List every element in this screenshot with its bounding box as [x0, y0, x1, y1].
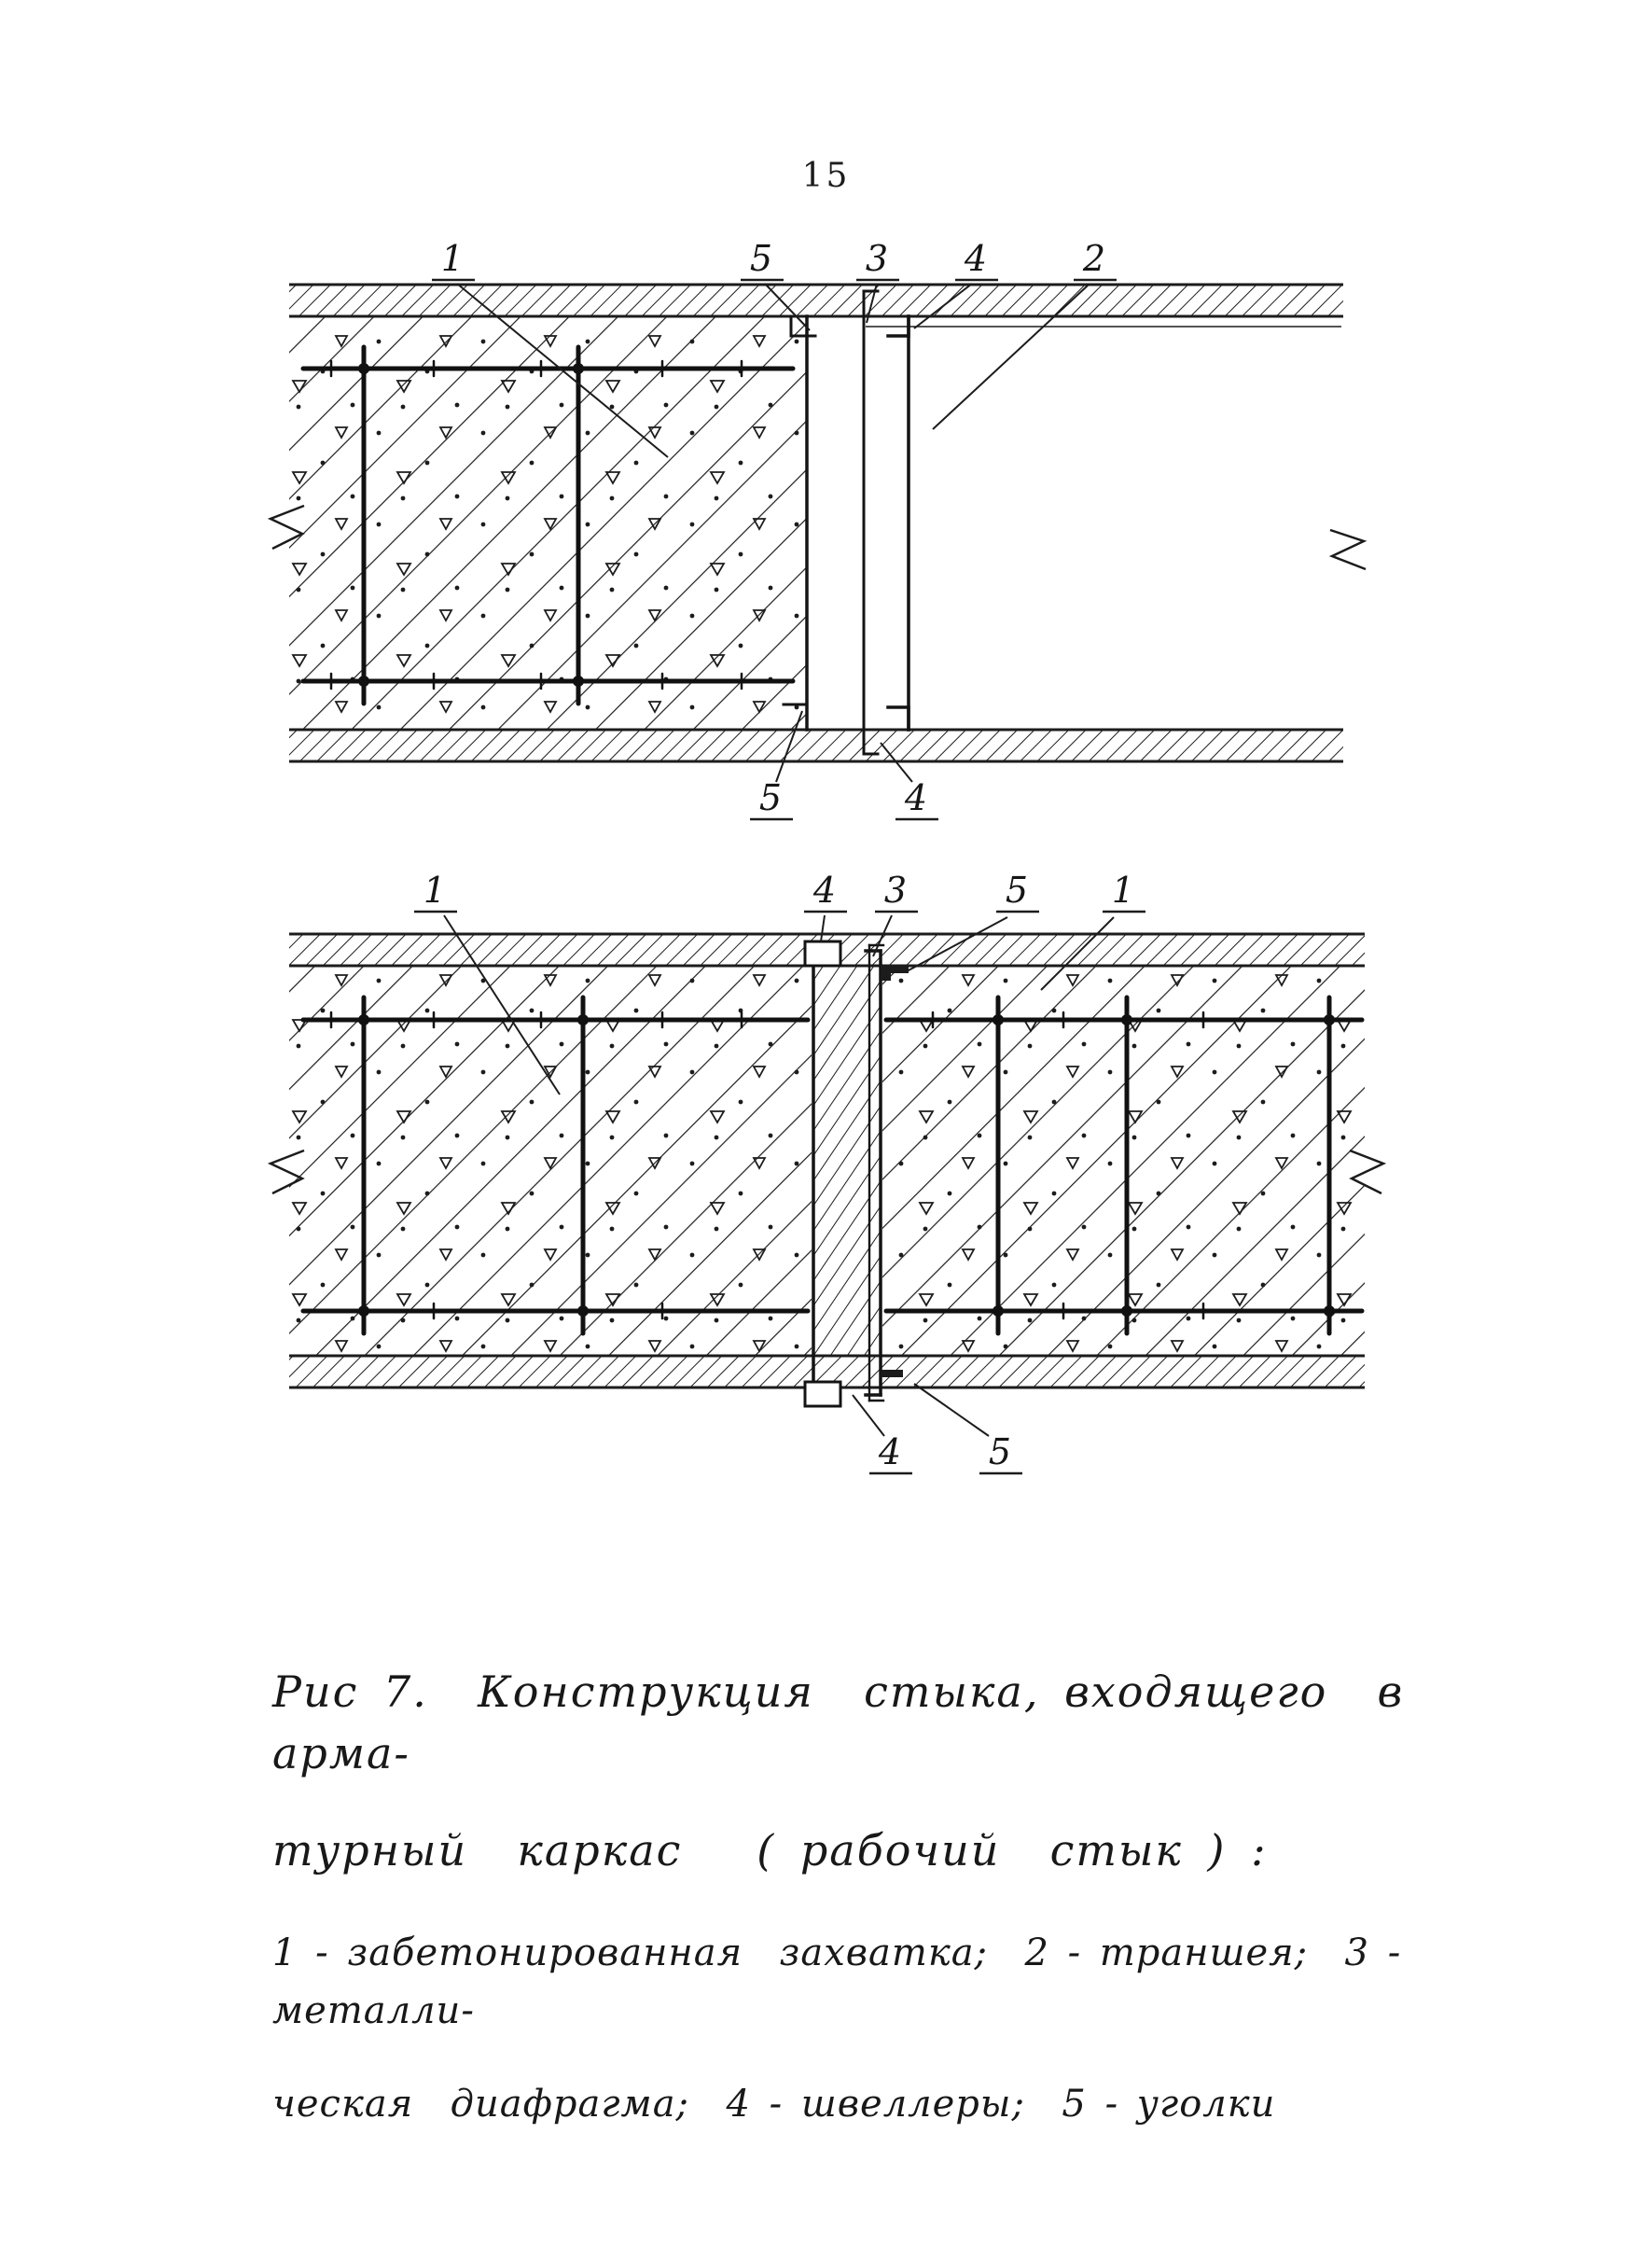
leader-line	[880, 742, 913, 783]
top-joint-diagram: 1 5 3 4 2 5 4	[267, 238, 1367, 821]
trench-area	[914, 318, 1341, 728]
callout-4-top: 4	[804, 872, 847, 942]
break-mark-left	[267, 504, 305, 551]
callout-4-bottom: 4	[852, 1394, 912, 1475]
callout-label: 4	[964, 238, 987, 279]
leader-line	[932, 285, 1089, 430]
leader-line	[866, 283, 878, 324]
channel-end-top	[803, 940, 842, 968]
leader-line	[820, 914, 826, 942]
leader-line	[443, 914, 561, 1095]
leader-line	[872, 914, 893, 957]
callout-1-left: 1	[414, 872, 561, 1095]
channel-flange-bottom-right	[886, 705, 910, 732]
callout-5-top: 5	[906, 872, 1039, 972]
ground-hatch-top	[289, 283, 1343, 318]
joint-hardware	[782, 289, 910, 756]
break-mark-right	[1328, 528, 1367, 571]
caption-legend-line-1: 1 - забетонированная захватка; 2 - транш…	[272, 1931, 1420, 2032]
leader-line	[775, 710, 803, 783]
callout-1-right: 1	[1040, 872, 1145, 991]
callout-label: 3	[884, 872, 907, 911]
concreted-panel	[289, 316, 807, 730]
joint-hardware	[803, 940, 909, 1408]
callout-label: 4	[904, 777, 927, 818]
callout-label: 1	[1112, 872, 1134, 911]
callout-4-top: 4	[913, 238, 998, 329]
concreted-panel-left	[289, 966, 812, 1356]
callout-3: 3	[856, 238, 899, 324]
break-mark-left	[267, 1149, 305, 1195]
callout-label: 4	[878, 1431, 901, 1472]
corner-angle-bottom	[881, 1370, 903, 1377]
leader-line	[906, 916, 1008, 972]
leader-line	[456, 283, 669, 458]
rebar-cage-left	[300, 995, 811, 1336]
page-number: 15	[801, 157, 851, 195]
callout-label: 4	[812, 872, 836, 911]
leader-line	[913, 1383, 990, 1437]
leader-line	[913, 283, 973, 329]
caption-title-line-2: турный каркас ( рабочий стык ) :	[272, 1825, 1268, 1876]
rebar-cage	[300, 344, 796, 706]
callout-1: 1	[432, 238, 669, 458]
callout-5-bottom: 5	[913, 1383, 1022, 1475]
callout-4-bottom: 4	[880, 742, 938, 821]
callout-label: 5	[759, 777, 782, 818]
callout-label: 5	[1006, 872, 1028, 911]
concreted-panel-right	[882, 966, 1365, 1356]
callout-2: 2	[932, 238, 1117, 430]
corner-angle-top	[881, 966, 909, 981]
channel-end-bottom	[803, 1380, 842, 1408]
leader-line	[764, 283, 811, 331]
callout-label: 5	[989, 1431, 1011, 1472]
rebar-cage-right	[883, 995, 1365, 1336]
break-mark-right	[1349, 1149, 1387, 1195]
callout-label: 1	[441, 238, 464, 279]
callout-label: 3	[866, 238, 888, 279]
leader-line	[852, 1394, 885, 1437]
callout-label: 1	[423, 872, 446, 911]
callout-5-top: 5	[741, 238, 811, 331]
ground-hatch-bottom	[289, 728, 1343, 763]
callout-5-bottom: 5	[750, 710, 803, 821]
callout-label: 5	[750, 238, 772, 279]
figure-caption: Рис 7. Конструкция стыка, входящего в ар…	[272, 1625, 1485, 2168]
callout-3: 3	[872, 872, 918, 957]
bottom-joint-diagram: 1 4 3 5 1 4 5	[267, 872, 1387, 1475]
callout-label: 2	[1082, 238, 1105, 279]
caption-legend-line-2: ческая диафрагма; 4 - швеллеры; 5 - угол…	[272, 2083, 1276, 2126]
angle-top	[789, 314, 817, 338]
angle-bottom	[782, 703, 809, 732]
caption-title-line-1: Рис 7. Конструкция стыка, входящего в ар…	[272, 1666, 1429, 1778]
leader-line	[1040, 916, 1115, 991]
